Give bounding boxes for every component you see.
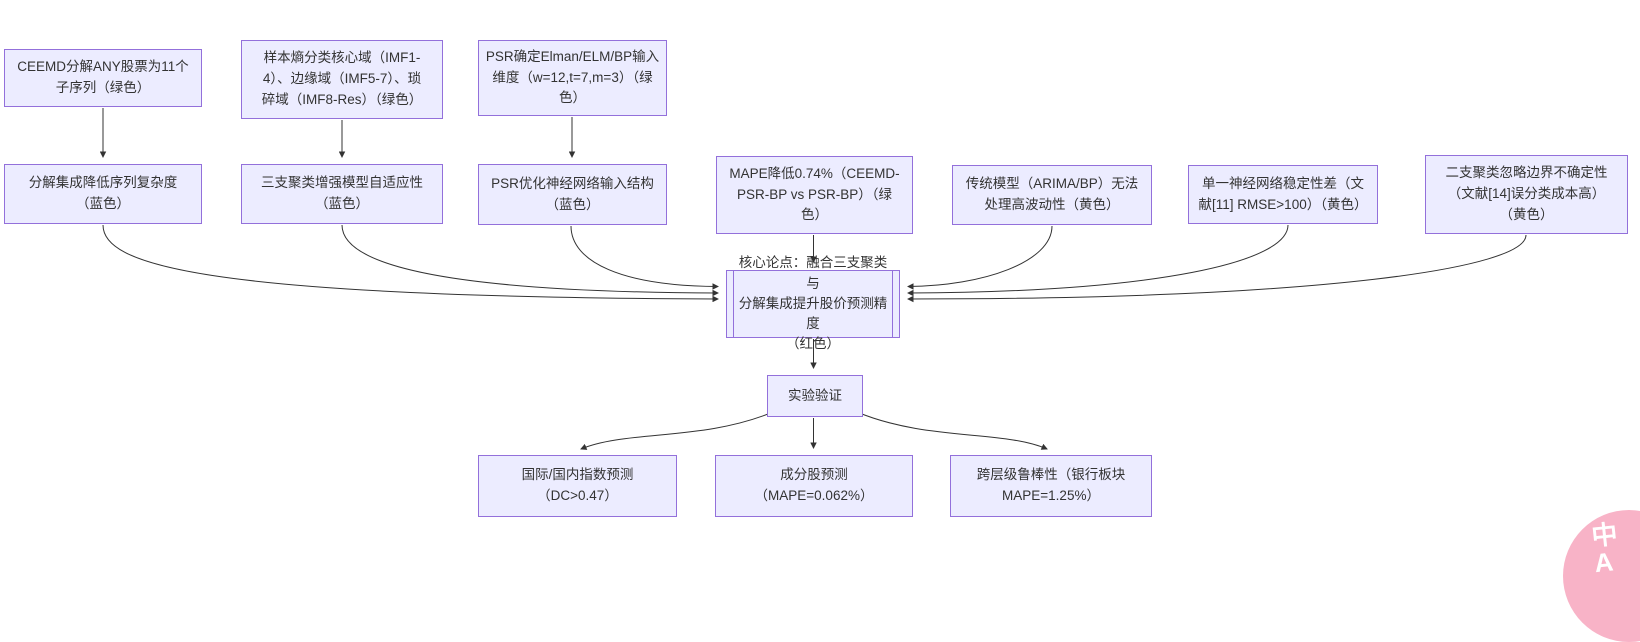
edge-threeway-core: [341, 224, 719, 297]
edge-experiment-index: [580, 411, 774, 450]
edge-twoway-core: [907, 234, 1527, 303]
node-core-thesis: 核心论点：融合三支聚类与 分解集成提升股价预测精度 （红色）: [726, 255, 900, 351]
edge-psropt-core: [570, 225, 719, 290]
node-sample-entropy: 样本熵分类核心域（IMF1- 4）、边缘域（IMF5-7）、琐 碎域（IMF8-…: [241, 40, 443, 119]
node-twoway-clustering: 二支聚类忽略边界不确定性 （文献[14]误分类成本高） （黄色）: [1425, 155, 1628, 234]
edge-trad-core: [907, 225, 1053, 290]
node-psr-optimization: PSR优化神经网络输入结构 （蓝色）: [478, 164, 667, 225]
node-experiment-validation: 实验验证: [767, 375, 863, 417]
translate-badge-label: 中 A: [1590, 518, 1620, 579]
node-single-network: 单一神经网络稳定性差（文 献[11] RMSE>100）（黄色）: [1188, 165, 1378, 224]
node-threeway-clustering: 三支聚类增强模型自适应性 （蓝色）: [241, 164, 443, 224]
node-constituent-forecast: 成分股预测 （MAPE=0.062%）: [715, 455, 913, 517]
edge-experiment-robust: [856, 411, 1048, 450]
node-ceemd-decomposition: CEEMD分解ANY股票为11个 子序列（绿色）: [4, 49, 202, 107]
node-mape-reduction: MAPE降低0.74%（CEEMD- PSR-BP vs PSR-BP）（绿 色…: [716, 156, 913, 234]
node-index-forecast: 国际/国内指数预测 （DC>0.47）: [478, 455, 677, 517]
node-decomp-complexity: 分解集成降低序列复杂度 （蓝色）: [4, 164, 202, 224]
node-psr-input-dimension: PSR确定Elman/ELM/BP输入 维度（w=12,t=7,m=3）（绿 色…: [478, 40, 667, 116]
edge-single-core: [907, 224, 1289, 297]
node-cross-level-robustness: 跨层级鲁棒性（银行板块 MAPE=1.25%）: [950, 455, 1152, 517]
edge-layer: [99, 108, 1527, 450]
edge-decomp-core: [102, 224, 719, 303]
node-traditional-models: 传统模型（ARIMA/BP）无法 处理高波动性（黄色）: [952, 165, 1152, 225]
